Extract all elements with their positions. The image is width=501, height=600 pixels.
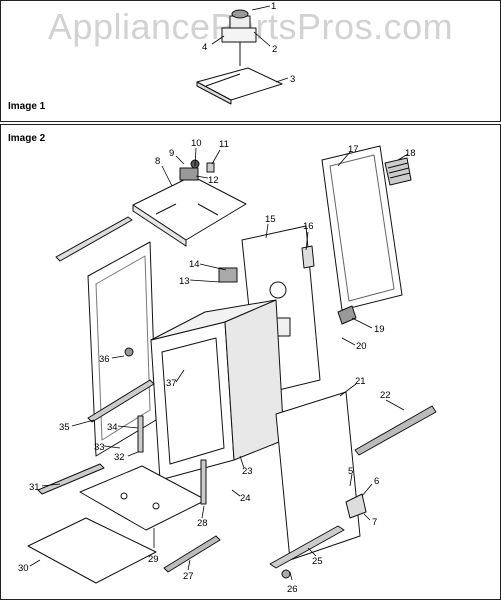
callout-36: 36 — [99, 354, 110, 365]
kick-plate — [269, 525, 345, 569]
trim-strip-27 — [163, 535, 221, 573]
vertical-strip-28 — [200, 459, 207, 505]
callout-35: 35 — [59, 422, 70, 433]
callout-33: 33 — [94, 442, 105, 453]
callout-15: 15 — [265, 214, 276, 225]
callout-34: 34 — [107, 422, 118, 433]
callout-27: 27 — [183, 571, 194, 582]
callout-29: 29 — [148, 554, 159, 565]
top-panel — [132, 175, 247, 247]
callout-18: 18 — [405, 148, 416, 159]
callout-20: 20 — [356, 341, 367, 352]
callout-16: 16 — [303, 221, 314, 232]
callout-6: 6 — [374, 476, 379, 487]
callout-32: 32 — [114, 452, 125, 463]
leader-lines — [29, 5, 409, 581]
callout-12: 12 — [208, 175, 219, 186]
callout-24: 24 — [240, 493, 251, 504]
callout-23: 23 — [242, 466, 253, 477]
callout-26: 26 — [287, 584, 298, 595]
image-1-label: Image 1 — [8, 101, 46, 112]
base-plate — [27, 517, 157, 584]
callout-28: 28 — [197, 518, 208, 529]
left-side-panel — [87, 241, 157, 457]
trim-strip-right — [354, 405, 437, 456]
small-plate — [301, 245, 315, 269]
callout-31: 31 — [29, 482, 40, 493]
callout-37: 37 — [166, 378, 177, 389]
callout-8: 8 — [155, 156, 160, 167]
bracket — [337, 305, 357, 325]
vertical-strip-32 — [137, 415, 144, 453]
callout-3: 3 — [290, 74, 295, 85]
callout-17: 17 — [348, 144, 359, 155]
back-panel — [321, 145, 403, 311]
callout-11: 11 — [219, 139, 229, 150]
callout-1: 1 — [271, 1, 276, 12]
bracket-6 — [345, 493, 367, 519]
callout-9: 9 — [169, 148, 174, 159]
callout-4: 4 — [202, 42, 207, 53]
clip-36 — [124, 347, 134, 357]
callout-14: 14 — [189, 259, 200, 270]
terminal-block — [218, 267, 238, 283]
callout-22: 22 — [380, 390, 391, 401]
trim-strip-31 — [37, 463, 105, 495]
trim-strip-upper — [55, 216, 133, 262]
callout-10: 10 — [191, 138, 202, 149]
callout-labels: 1 2 3 4 5 6 7 8 9 10 11 12 13 14 15 16 1… — [18, 1, 416, 595]
cabinet-frame — [150, 299, 285, 481]
foot-26 — [281, 569, 291, 579]
valve-assembly — [221, 9, 257, 66]
callout-30: 30 — [18, 563, 29, 574]
callout-19: 19 — [374, 324, 385, 335]
image-2-label: Image 2 — [8, 133, 46, 144]
vent-grille — [384, 157, 412, 186]
right-side-panel — [275, 391, 361, 561]
callout-2: 2 — [272, 44, 277, 55]
top-bracket-plate — [196, 67, 283, 105]
callout-21: 21 — [355, 376, 366, 387]
callout-5: 5 — [348, 466, 353, 477]
callout-7: 7 — [372, 517, 377, 528]
callout-25: 25 — [312, 556, 323, 567]
bottom-plate — [79, 465, 207, 531]
callout-13: 13 — [179, 276, 190, 287]
